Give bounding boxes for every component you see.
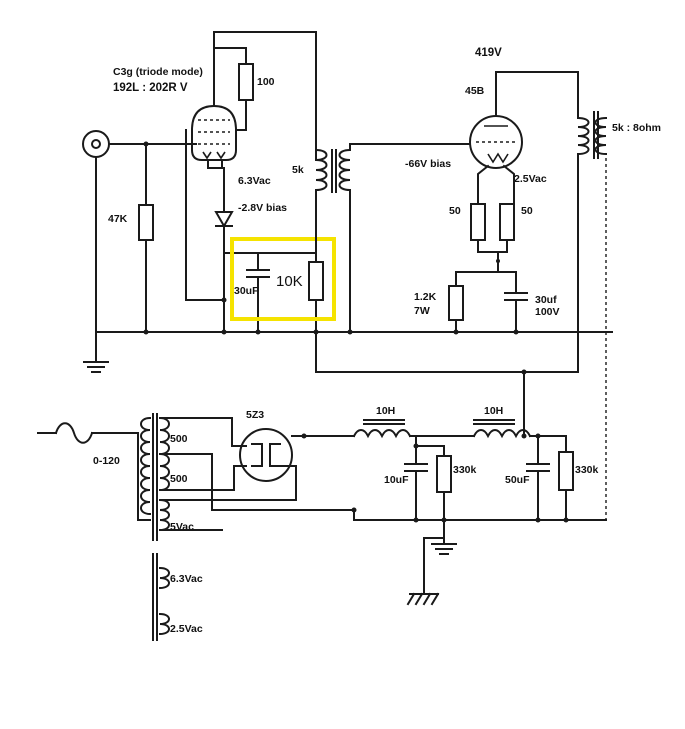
label-30uf-out: 30uf <box>535 294 557 306</box>
resistor-47k <box>138 204 154 241</box>
label-preamp-voltage: 192L : 202R V <box>113 82 188 94</box>
label-fil-63: 6.3Vac <box>170 573 203 585</box>
label-heater-63: 6.3Vac <box>238 175 271 187</box>
label-preamp-tube: C3g (triode mode) <box>113 66 203 78</box>
power-transformer-icon <box>140 413 170 641</box>
label-bias-pre: -2.8V bias <box>238 202 287 214</box>
choke-1-icon <box>352 419 412 439</box>
resistor-330k-1 <box>436 455 452 493</box>
interstage-transformer-icon <box>314 148 352 193</box>
label-choke-1: 10H <box>376 405 395 417</box>
label-47k: 47K <box>108 213 128 225</box>
capacitor-10uf <box>404 463 428 472</box>
label-7w: 7W <box>414 305 430 317</box>
choke-2-icon <box>472 419 532 439</box>
label-ht-500-top: 500 <box>170 433 188 445</box>
capacitor-30uf-out <box>504 292 528 301</box>
resistor-50-left <box>470 203 486 241</box>
output-transformer-icon <box>576 111 608 159</box>
ground-icon <box>83 361 109 373</box>
input-jack-icon <box>82 130 110 158</box>
label-50-right: 50 <box>521 205 533 217</box>
label-heater-25: 2.5Vac <box>514 173 547 185</box>
label-30uf-volt: 100V <box>535 306 560 318</box>
label-50-left: 50 <box>449 205 461 217</box>
label-50uf: 50uF <box>505 474 530 486</box>
label-b-plus: 419V <box>475 47 502 59</box>
label-10k: 10K <box>276 273 303 290</box>
ground-icon-psu <box>431 543 457 555</box>
capacitor-50uf <box>526 463 550 472</box>
label-330k-1: 330k <box>453 464 477 476</box>
chassis-ground-icon <box>406 592 440 606</box>
resistor-1-2k <box>448 285 464 321</box>
label-power-tube: 45B <box>465 85 485 97</box>
capacitor-30uf <box>246 269 270 278</box>
fuse-icon <box>54 422 94 444</box>
label-1-2k: 1.2K <box>414 291 437 303</box>
label-interstage-5k: 5k <box>292 164 304 176</box>
label-330k-2: 330k <box>575 464 599 476</box>
rectifier-5z3-icon <box>239 428 293 482</box>
resistor-10k <box>308 261 324 301</box>
highlight-box <box>230 237 336 321</box>
label-mains: 0-120 <box>93 455 120 467</box>
label-100: 100 <box>257 76 275 88</box>
preamp-tube-c3g-icon <box>191 104 237 161</box>
label-10uf: 10uF <box>384 474 409 486</box>
resistor-50-right <box>499 203 515 241</box>
resistor-330k-2 <box>558 451 574 491</box>
diode-icon <box>214 211 234 229</box>
label-30uf: 30uF <box>234 285 259 297</box>
resistor-100 <box>238 63 254 101</box>
label-choke-2: 10H <box>484 405 503 417</box>
label-fil-5v: 5Vac <box>170 521 194 533</box>
label-ht-500-bot: 500 <box>170 473 188 485</box>
label-output-xfmr: 5k : 8ohm <box>612 122 661 134</box>
label-rectifier: 5Z3 <box>246 409 264 421</box>
label-bias-power: -66V bias <box>405 158 451 170</box>
label-fil-25: 2.5Vac <box>170 623 203 635</box>
power-tube-45b-icon <box>469 115 523 169</box>
